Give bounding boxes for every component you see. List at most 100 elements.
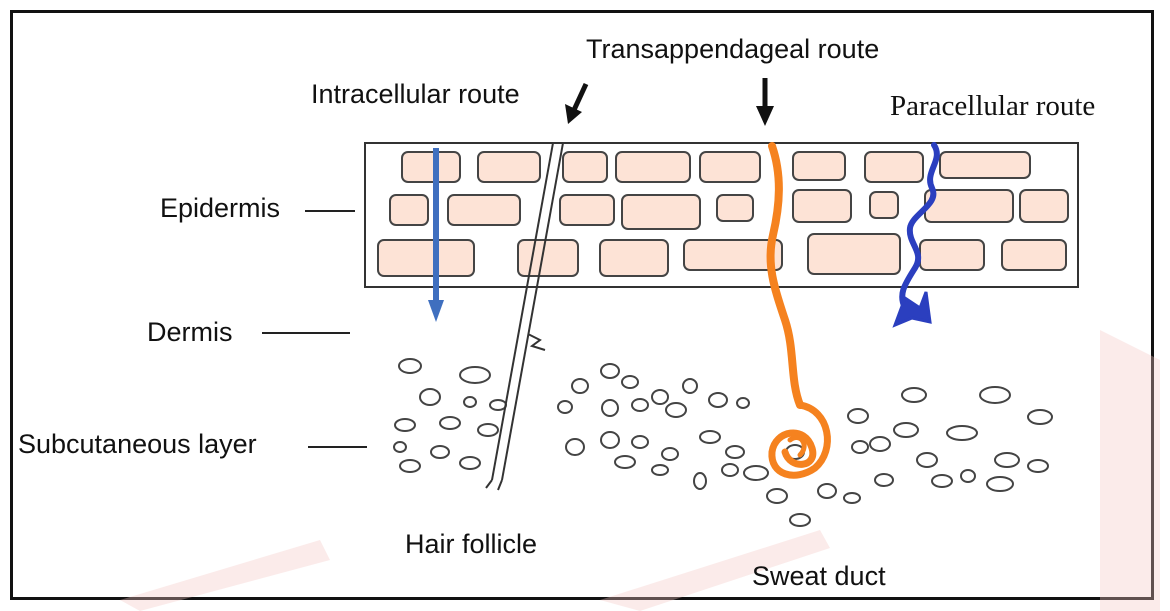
epidermis-cell — [699, 151, 761, 183]
transappendageal-route-label: Transappendageal route — [586, 34, 880, 64]
subcutaneous-cell — [851, 440, 869, 454]
hair-follicle — [485, 142, 564, 491]
subcutaneous-cell — [682, 378, 698, 394]
subcutaneous-cell — [847, 408, 869, 424]
subcutaneous-cell — [789, 513, 811, 527]
epidermis-cell — [1019, 189, 1069, 223]
epidermis-cells — [377, 151, 1069, 277]
subcutaneous-cell — [661, 447, 679, 461]
epidermis-cell — [716, 194, 754, 222]
subcutaneous-cell — [743, 465, 769, 481]
epidermis-cell — [377, 239, 475, 277]
intracellular-arrow — [565, 82, 589, 124]
subcutaneous-cell — [693, 472, 707, 490]
subcutaneous-cell — [708, 392, 728, 408]
subcutaneous-cell — [994, 452, 1020, 468]
subcutaneous-cell — [565, 438, 585, 456]
epidermis-cell — [389, 194, 429, 226]
subcutaneous-cell — [725, 445, 745, 459]
epidermis-cell — [615, 151, 691, 183]
subcutaneous-cell — [874, 473, 894, 487]
subcutaneous-cell — [665, 402, 687, 418]
subcutaneous-cell — [601, 399, 619, 417]
subcutaneous-cell — [843, 492, 861, 504]
subcutaneous-cell — [946, 425, 978, 441]
subcutaneous-cell — [393, 441, 407, 453]
epidermis-cell — [919, 239, 985, 271]
epidermis-cell — [683, 239, 783, 271]
sweat-duct — [766, 142, 831, 479]
subcutaneous-cell — [736, 397, 750, 409]
epidermis-cell — [599, 239, 669, 277]
subcutaneous-cell — [419, 388, 441, 406]
route-arrows — [565, 78, 774, 126]
dermis-label: Dermis — [147, 317, 233, 347]
epidermis-cell — [792, 189, 852, 223]
subcutaneous-cell — [459, 366, 491, 384]
subcutaneous-cell — [621, 375, 639, 389]
subcutaneous-cell — [916, 452, 938, 468]
subcutaneous-cell — [557, 400, 573, 414]
hair-follicle-label: Hair follicle — [405, 529, 538, 559]
transappendageal-arrow — [756, 78, 774, 126]
paracellular-route-label: Paracellular route — [890, 90, 1096, 122]
epidermis-cell — [939, 151, 1031, 179]
subcutaneous-cell — [766, 488, 788, 504]
subcutaneous-cell — [1027, 459, 1049, 473]
subcutaneous-cell — [600, 363, 620, 379]
subcutaneous-cell — [399, 459, 421, 473]
epidermis-label: Epidermis — [160, 193, 281, 223]
epidermis-cell — [447, 194, 521, 226]
subcutaneous-cell — [398, 358, 422, 374]
epidermis-cell — [1001, 239, 1067, 271]
subcutaneous-cell — [721, 463, 739, 477]
subcutaneous-cell — [986, 476, 1014, 492]
subcutaneous-cell — [869, 436, 891, 452]
subcutaneous-layer-label: Subcutaneous layer — [18, 429, 257, 459]
epidermis-layer — [364, 142, 1079, 288]
subcutaneous-cell — [489, 399, 507, 411]
subcutaneous-cell — [477, 423, 499, 437]
subcutaneous-cell — [463, 396, 477, 408]
subcutaneous-cell — [394, 418, 416, 432]
epidermis-cell — [517, 239, 579, 277]
subcutaneous-cell — [459, 456, 481, 470]
subcutaneous-cell — [651, 464, 669, 476]
subcutaneous-cell — [651, 389, 669, 405]
subcutaneous-cell — [817, 483, 837, 499]
subcutaneous-cell — [699, 430, 721, 444]
intracellular-route-label: Intracellular route — [311, 79, 520, 109]
epidermis-cell — [807, 233, 901, 275]
intracellular-route-arrow — [428, 148, 444, 322]
subcutaneous-cell — [960, 469, 976, 483]
subcutaneous-cell — [614, 455, 636, 469]
subcutaneous-cell — [931, 474, 953, 488]
epidermis-cell — [924, 189, 1014, 223]
epidermis-cell — [477, 151, 541, 183]
subcutaneous-cell — [439, 416, 461, 430]
epidermis-cell — [869, 191, 899, 219]
subcutaneous-cell — [571, 378, 589, 394]
subcutaneous-cell — [600, 431, 620, 449]
epidermis-cell — [562, 151, 608, 183]
subcutaneous-cell — [631, 398, 649, 412]
epidermis-cell — [621, 194, 701, 230]
subcutaneous-cell — [893, 422, 919, 438]
diagram-frame — [10, 10, 1154, 600]
subcutaneous-cell — [631, 435, 649, 449]
leader-lines — [262, 210, 367, 448]
subcutaneous-cell — [430, 445, 450, 459]
epidermis-cell — [401, 151, 461, 183]
background-watermark — [120, 330, 1160, 611]
paracellular-route-path — [892, 142, 940, 328]
subcutaneous-cell — [979, 386, 1011, 404]
epidermis-cell — [559, 194, 615, 226]
epidermis-cell — [792, 151, 846, 181]
subcutaneous-cell — [1027, 409, 1053, 425]
subcutaneous-cells — [393, 358, 1053, 527]
sweat-duct-label: Sweat duct — [752, 561, 886, 591]
subcutaneous-cell — [901, 387, 927, 403]
epidermis-cell — [864, 151, 924, 183]
